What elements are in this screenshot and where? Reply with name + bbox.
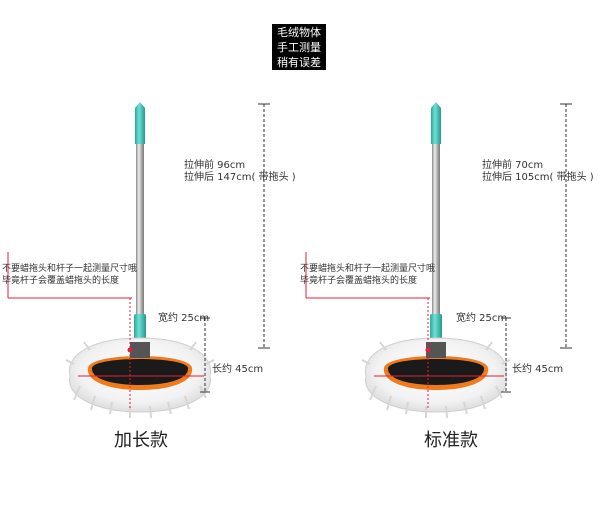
right-note-line-1: 不要蜡拖头和杆子一起测量尺寸哦 [300,264,436,274]
left-after-stretch: 拉伸后 147cm( 带拖头 ) [184,172,296,183]
right-after-stretch: 拉伸后 105cm( 带拖头 ) [482,172,594,183]
product-right-illustration [305,101,572,419]
right-length-label: 长约 45cm [512,364,564,375]
right-width-label: 宽约 25cm [456,313,508,324]
product-left-illustration [7,101,270,419]
note-line: 毛绒物体 [277,26,321,39]
right-before-stretch: 拉伸前 70cm [482,160,544,171]
left-note-line-1: 不要蜡拖头和杆子一起测量尺寸哦 [2,264,138,274]
left-width-label: 宽约 25cm [158,313,210,324]
left-length-label: 长约 45cm [212,364,264,375]
note-line: 稍有误差 [277,56,321,69]
measurement-note-box: 毛绒物体 手工测量 稍有误差 [272,24,326,70]
right-product-name: 标准款 [424,430,478,451]
left-before-stretch: 拉伸前 96cm [184,160,246,171]
right-note-line-2: 毕竟杆子会覆盖蜡拖头的长度 [300,276,418,286]
left-product-name: 加长款 [114,430,168,451]
left-note-line-2: 毕竟杆子会覆盖蜡拖头的长度 [2,276,120,286]
note-line: 手工测量 [277,41,321,54]
